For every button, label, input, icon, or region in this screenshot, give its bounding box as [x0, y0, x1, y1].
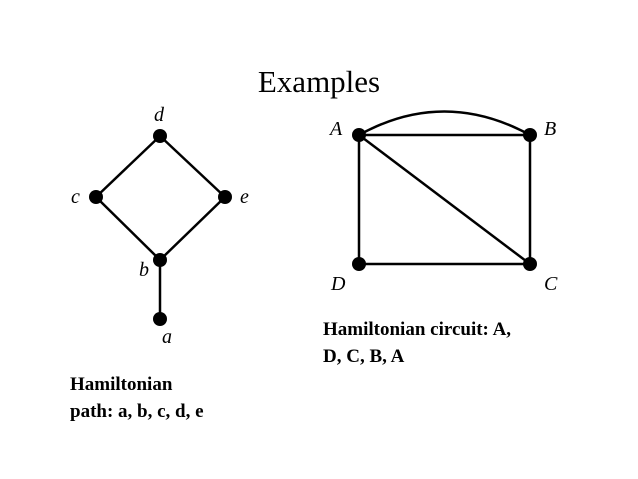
vertex-D: [352, 257, 366, 271]
circuit-graph: [357, 110, 532, 266]
vertex-A: [352, 128, 366, 142]
label-b: b: [139, 259, 149, 281]
label-C: C: [544, 273, 558, 295]
circuit-caption-line-1: Hamiltonian circuit: A,: [323, 319, 512, 340]
circuit-vertices: [352, 128, 537, 271]
path-vertices: [89, 129, 232, 326]
circuit-caption-line-2: D, C, B, A: [323, 346, 405, 367]
label-c: c: [71, 186, 80, 208]
edge-A-B-arc: [358, 110, 531, 137]
circuit-caption: Hamiltonian circuit: A, D, C, B, A: [323, 316, 511, 370]
vertex-b: [153, 253, 167, 267]
edge-c-b: [95, 196, 161, 261]
vertex-d: [153, 129, 167, 143]
vertex-e: [218, 190, 232, 204]
edge-e-b: [159, 196, 226, 261]
vertex-C: [523, 257, 537, 271]
path-caption: Hamiltonian path: a, b, c, d, e: [70, 371, 204, 425]
label-e: e: [240, 186, 249, 208]
label-d: d: [154, 104, 165, 126]
label-A: A: [328, 118, 343, 140]
edge-d-c: [95, 135, 161, 198]
path-caption-line-2: path: a, b, c, d, e: [70, 401, 204, 422]
path-caption-line-1: Hamiltonian: [70, 374, 173, 395]
vertex-a: [153, 312, 167, 326]
slide-title: Examples: [257, 64, 381, 99]
label-a: a: [162, 326, 172, 348]
vertex-B: [523, 128, 537, 142]
edge-d-e: [159, 135, 226, 198]
circuit-labels: A B C D: [328, 118, 558, 295]
edge-A-C: [358, 134, 531, 265]
label-D: D: [330, 273, 346, 295]
label-B: B: [544, 118, 556, 140]
vertex-c: [89, 190, 103, 204]
path-labels: d c e b a: [71, 104, 249, 348]
path-graph: [95, 135, 226, 319]
